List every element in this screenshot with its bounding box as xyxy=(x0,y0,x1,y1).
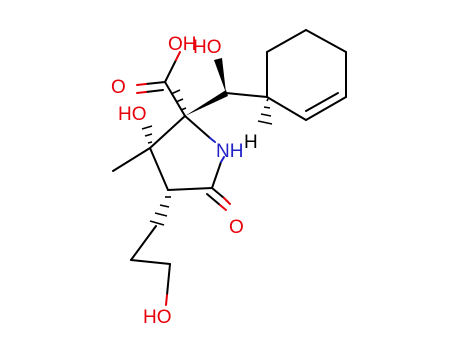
hashed-bond-c2-cooh xyxy=(170,89,187,111)
bond-c3-methyl xyxy=(112,147,151,172)
cyclohexene-ring xyxy=(266,29,347,121)
bond-c2-c3 xyxy=(149,115,186,149)
lactam-carbonyl xyxy=(206,187,231,211)
wedge-bond-oh xyxy=(214,58,226,93)
ring-double-bond xyxy=(305,96,347,121)
bond-ch2-ch2b xyxy=(130,259,171,265)
bond-ch2-ch2 xyxy=(130,225,157,261)
hashed-bond-c3-oh xyxy=(141,125,153,144)
stereo-hydrogen-label: H xyxy=(244,132,258,153)
bond-choh-ring xyxy=(225,92,268,98)
hashed-bond-h xyxy=(257,98,273,125)
ring-hydroxyl-label: HO xyxy=(118,104,147,125)
wedge-bond-c2-choh xyxy=(185,90,228,116)
ethyl-hydroxyl-label: HO xyxy=(143,307,172,328)
lactam-oxygen-label: O xyxy=(229,217,244,238)
bond-c-o-double xyxy=(145,81,166,85)
bond-c-oh xyxy=(164,59,177,83)
ring-bond xyxy=(266,29,307,53)
bond-c3-c4 xyxy=(149,147,169,191)
cooh-carbonyl-oxygen-label: O xyxy=(111,77,126,98)
bond-c2-n xyxy=(184,115,211,139)
hashed-bond-c4-ethyl xyxy=(149,196,171,226)
ring-bond xyxy=(305,29,347,53)
side-chain-hydroxyl-label: HO xyxy=(193,37,222,58)
bond-c4-c5 xyxy=(167,187,213,191)
ring-double-bond-inner xyxy=(305,92,339,112)
pyrrolidinone-ring xyxy=(149,115,225,191)
cooh-hydroxyl-label: OH xyxy=(168,34,197,55)
bond-ch2-oh xyxy=(166,263,171,296)
amide-nh-label: NH xyxy=(216,141,243,162)
ring-bond xyxy=(266,96,307,121)
bond-c5-n xyxy=(211,161,222,189)
